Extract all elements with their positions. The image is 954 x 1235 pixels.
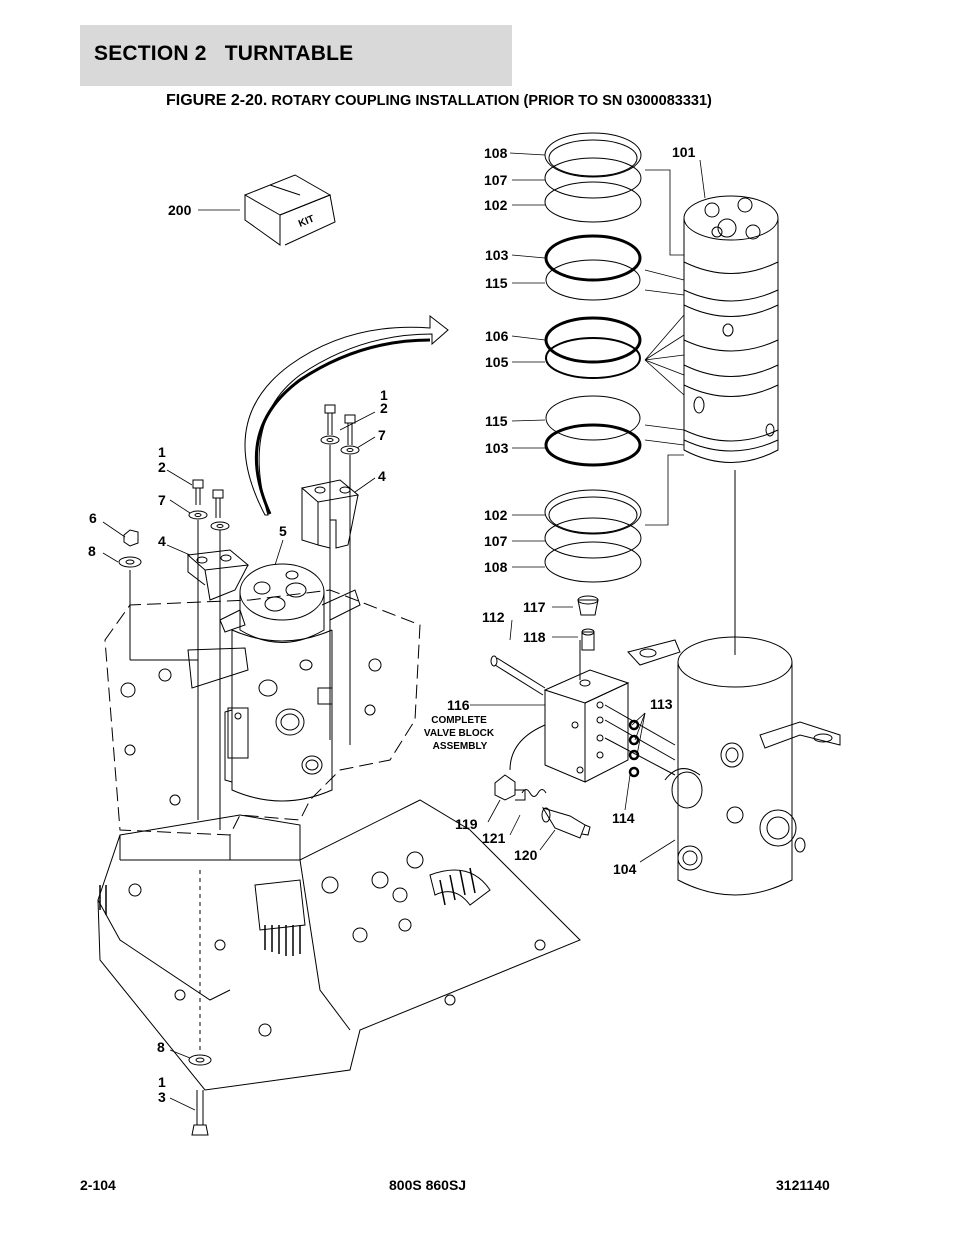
- callout-102-lower: 102: [484, 507, 508, 523]
- callout-102: 102: [484, 197, 508, 213]
- callout-101: 101: [672, 144, 696, 160]
- rotary-coupling-core-drawing: [683, 195, 779, 463]
- callout-8-lower: 8: [157, 1039, 165, 1055]
- section-title: SECTION 2 TURNTABLE: [94, 42, 354, 65]
- callout-115-lower: 115: [485, 413, 508, 429]
- callout-7-upper-right: 7: [378, 427, 386, 443]
- callout-3: 3: [158, 1089, 166, 1105]
- callout-1-lower: 1: [158, 1074, 166, 1090]
- callout-108-lower: 108: [484, 559, 508, 575]
- footer-part-number: 3121140: [776, 1177, 830, 1193]
- callout-1-left: 1: [158, 444, 166, 460]
- callout-4-left: 4: [158, 533, 166, 549]
- hardware-drawing: [118, 404, 360, 1136]
- callout-106: 106: [485, 328, 509, 344]
- callout-5: 5: [279, 523, 287, 539]
- footer-model: 800S 860SJ: [389, 1177, 467, 1193]
- callout-labels: 200 KIT 108 107 102 101 103 115 106 105 …: [88, 144, 696, 1105]
- callout-1-upper-right: 1: [380, 387, 388, 403]
- valve-block-drawing: [490, 595, 676, 839]
- installed-rotary-coupling-drawing: [187, 563, 361, 802]
- callout-116: 116: [447, 697, 470, 713]
- valve-block-note-line1: COMPLETE: [431, 715, 487, 726]
- callout-4-upper-right: 4: [378, 468, 386, 484]
- callout-103: 103: [485, 247, 509, 263]
- kit-box-drawing: [243, 174, 336, 246]
- alignment-lines: [129, 445, 736, 1050]
- callout-107-lower: 107: [484, 533, 508, 549]
- callout-120: 120: [514, 847, 538, 863]
- callout-108: 108: [484, 145, 508, 161]
- figure-title: FIGURE 2-20. ROTARY COUPLING INSTALLATIO…: [166, 92, 712, 110]
- callout-103-lower: 103: [485, 440, 509, 456]
- section-header-bar: [80, 25, 512, 86]
- callout-113: 113: [650, 696, 673, 712]
- callout-8-upper: 8: [88, 543, 96, 559]
- seal-rings-drawing: [544, 132, 642, 583]
- callout-114: 114: [612, 810, 635, 826]
- callout-117: 117: [523, 599, 546, 615]
- callout-112: 112: [482, 609, 505, 625]
- turntable-base-drawing: [97, 589, 581, 1091]
- callout-107: 107: [484, 172, 508, 188]
- callout-121: 121: [482, 830, 506, 846]
- kit-label: KIT: [297, 214, 316, 230]
- callout-105: 105: [485, 354, 509, 370]
- callout-119: 119: [455, 816, 478, 832]
- callout-7-left: 7: [158, 492, 166, 508]
- valve-block-note-line3: ASSEMBLY: [433, 741, 488, 752]
- callout-115: 115: [485, 275, 508, 291]
- callout-2-left: 2: [158, 459, 166, 475]
- callout-104: 104: [613, 861, 637, 877]
- mounting-bracket-left-drawing: [186, 549, 250, 601]
- callout-2-upper-right: 2: [380, 400, 388, 416]
- callout-200: 200: [168, 202, 192, 218]
- rotation-arrow-drawing: [244, 314, 449, 516]
- figure-caption: ROTARY COUPLING INSTALLATION (PRIOR TO S…: [267, 93, 712, 109]
- coupling-housing-drawing: [627, 636, 841, 896]
- footer-page-number: 2-104: [80, 1177, 116, 1193]
- valve-block-note-line2: VALVE BLOCK: [424, 728, 495, 739]
- leader-lines: [102, 152, 706, 1111]
- callout-118: 118: [523, 629, 546, 645]
- callout-6: 6: [89, 510, 97, 526]
- figure-number: FIGURE 2-20.: [166, 92, 268, 109]
